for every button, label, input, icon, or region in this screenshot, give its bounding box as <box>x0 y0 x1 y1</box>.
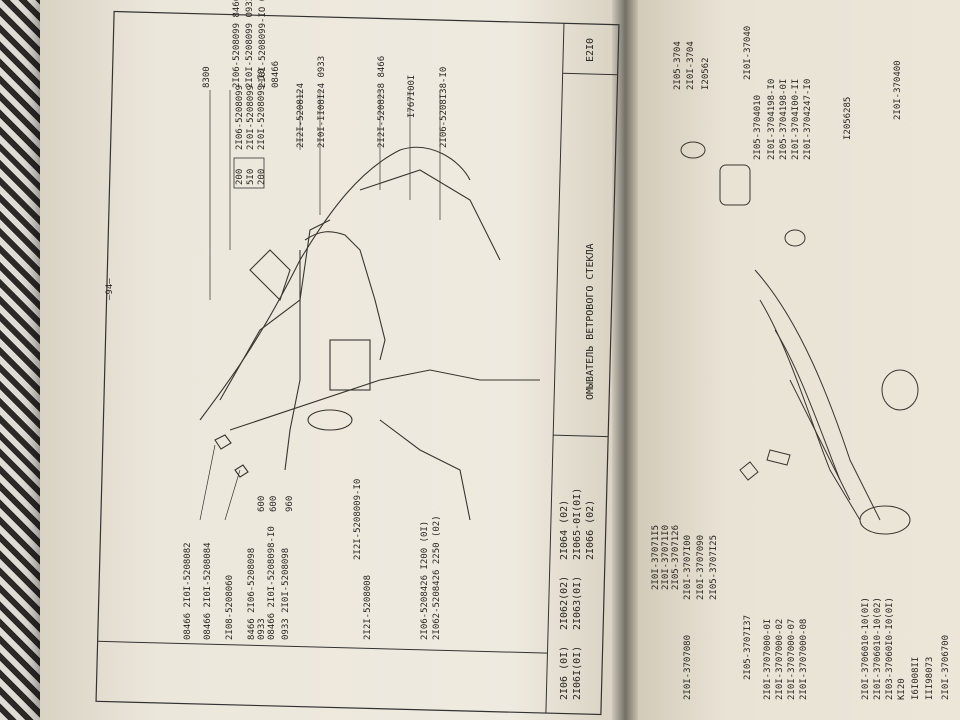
bottom-label-5: 08466 2I0I-5208098-I0 <box>267 526 277 640</box>
right-bottom-label-7: 2I0I-3707000-0I <box>763 619 773 700</box>
right-top-label-1: 2I0I-3704198-I0 <box>767 79 777 160</box>
bottom-labels: 08466 2I0I-5208082 08466 2I0I-5208084 2I… <box>183 479 442 640</box>
right-top-labels: 2I05-3704010 2I0I-3704198-I0 2I05-370419… <box>673 26 903 160</box>
top-labels: 8300 2I06-5208099 8466 2I0I-5208099 0933… <box>202 0 449 148</box>
label-7: 2I2I-5208238 8466 <box>377 56 387 148</box>
model-cell-1-0: 2I06I(0I) <box>572 646 583 700</box>
right-bottom-label-10: 2I0I-3707000-08 <box>799 619 809 700</box>
right-bottom-label-2: 2I05-3707126 <box>671 525 681 590</box>
label-2: 2I0I-5208099 0933 <box>245 0 255 88</box>
mid-label-5: 2I0I-5208099-I0 <box>257 69 267 150</box>
right-top-label-6: I20562 <box>701 57 711 90</box>
right-bottom-label-0: 2I0I-37071I5 <box>651 525 661 590</box>
right-top-label-10: 2I0I-370400 <box>893 60 903 120</box>
bottom-label-6: 0933 2I0I-5208098 <box>281 548 291 640</box>
mid-label-1: 2I06-5208099 <box>235 85 245 150</box>
mid-label-3: 2I0I-5208099 <box>246 85 256 150</box>
right-bottom-label-17: III98073 <box>925 657 935 700</box>
bottom-label-7: 600 <box>257 496 267 512</box>
label-8: I767I00I <box>407 75 417 118</box>
right-bottom-label-14: 2I03-37060I0-I0(0I) <box>885 597 895 700</box>
right-top-label-4: 2I0I-3704247-I0 <box>803 79 813 160</box>
right-bottom-label-16: I6I008II <box>911 657 921 700</box>
label-4: 08466 <box>271 61 281 88</box>
right-bottom-labels: 2I0I-37071I5 2I0I-37071I0 2I05-3707126 2… <box>651 525 951 700</box>
left-page <box>40 0 630 720</box>
right-bottom-label-3: 2I0I-3707I00 <box>683 535 693 600</box>
label-9: 2I06-5208I38-I0 <box>439 67 449 148</box>
right-top-label-2: 2I05-3704198-0I <box>779 79 789 160</box>
label-0: 8300 <box>202 66 212 88</box>
model-cell-2-2: 2I066 (02) <box>585 500 596 560</box>
right-bottom-label-11: 2I0I-3707080 <box>683 635 693 700</box>
right-bottom-label-5: 2I05-3707I25 <box>709 535 719 600</box>
right-top-label-5: I2056285 <box>843 97 853 140</box>
mid-label-2: 5I0 <box>246 169 256 185</box>
bottom-label-11: 2I2I-5208008 <box>363 575 373 640</box>
right-top-label-7: 2I0I-3704 <box>686 41 696 90</box>
right-top-label-8: 2I05-3704 <box>673 41 683 90</box>
label-5: 2I2I-5208124 <box>296 83 306 148</box>
bottom-label-4: 0933 <box>257 618 267 640</box>
leader-lines <box>199 90 441 521</box>
mid-labels: 200 2I06-5208099 5I0 2I0I-5208099 200 2I… <box>235 69 267 185</box>
bottom-label-9: 960 <box>285 496 295 512</box>
label-1: 2I06-5208099 8466 <box>232 0 242 88</box>
bottom-label-3: 8466 2I06-5208098 <box>247 548 257 640</box>
right-top-label-9: 2I0I-37040 <box>743 26 753 80</box>
label-3: 2I0I-5208099-IO 0933 <box>258 0 268 88</box>
code-cell-divider <box>562 72 618 76</box>
label-6: 2I0I-II08I24 0933 <box>317 56 327 148</box>
mid-label-0: 200 <box>235 169 245 185</box>
ignition-schematic <box>680 141 919 535</box>
page-frame <box>95 10 620 716</box>
bottom-label-0: 08466 2I0I-5208082 <box>183 542 193 640</box>
page-number: –94– <box>105 278 115 300</box>
right-bottom-label-13: 2I0I-3706010-10(02) <box>873 597 883 700</box>
bottom-label-8: 600 <box>269 496 279 512</box>
right-bottom-label-6: 2I05-3707I37 <box>743 615 753 680</box>
right-top-label-3: 2I0I-3704I00-II <box>791 79 801 160</box>
model-cell-0-2: 2I064 (02) <box>559 500 570 560</box>
bottom-label-1: 08466 2I0I-5208084 <box>203 542 213 640</box>
right-bottom-label-12: 2I0I-3706010-10(0I) <box>861 597 871 700</box>
mid-label-box <box>233 157 265 189</box>
right-bottom-label-9: 2I0I-3707000-07 <box>787 619 797 700</box>
model-cell-1-2: 2I065-0I(0I) <box>572 488 583 560</box>
right-bottom-label-18: 2I0I-3706700 <box>941 635 951 700</box>
bottom-label-13: 2I062-5208426 2250 (02) <box>432 515 442 640</box>
right-page <box>625 0 960 720</box>
right-bottom-label-4: 2I0I-3707090 <box>696 535 706 600</box>
bottom-label-2: 2I08-5208060 <box>225 575 235 640</box>
right-bottom-label-8: 2I0I-3707000-02 <box>775 619 785 700</box>
models-table: 2I06 (0I) 2I062(02) 2I064 (02) 2I06I(0I)… <box>559 488 596 700</box>
washer-schematic <box>199 146 540 521</box>
diagram-title: ОМЫВАТЕЛЬ ВЕТРОВОГО СТЕКЛА <box>585 243 596 400</box>
table-divider <box>553 434 609 438</box>
right-top-label-0: 2I05-3704010 <box>753 95 763 160</box>
mid-label-4: 200 <box>257 169 267 185</box>
bottom-label-12: 2I06-5208426 I200 (0I) <box>420 521 430 640</box>
diagram-code: E2I0 <box>585 38 596 62</box>
right-bottom-label-1: 2I0I-37071I0 <box>661 525 671 590</box>
model-cell-0-0: 2I06 (0I) <box>559 646 570 700</box>
right-bottom-label-15: KI20 <box>897 678 907 700</box>
bottom-label-10: 2I2I-5208009-I0 <box>353 479 363 560</box>
title-column-divider <box>545 23 565 714</box>
model-cell-1-1: 2I063(0I) <box>572 576 583 630</box>
bottom-table-line <box>97 640 548 654</box>
model-cell-0-1: 2I062(02) <box>559 576 570 630</box>
